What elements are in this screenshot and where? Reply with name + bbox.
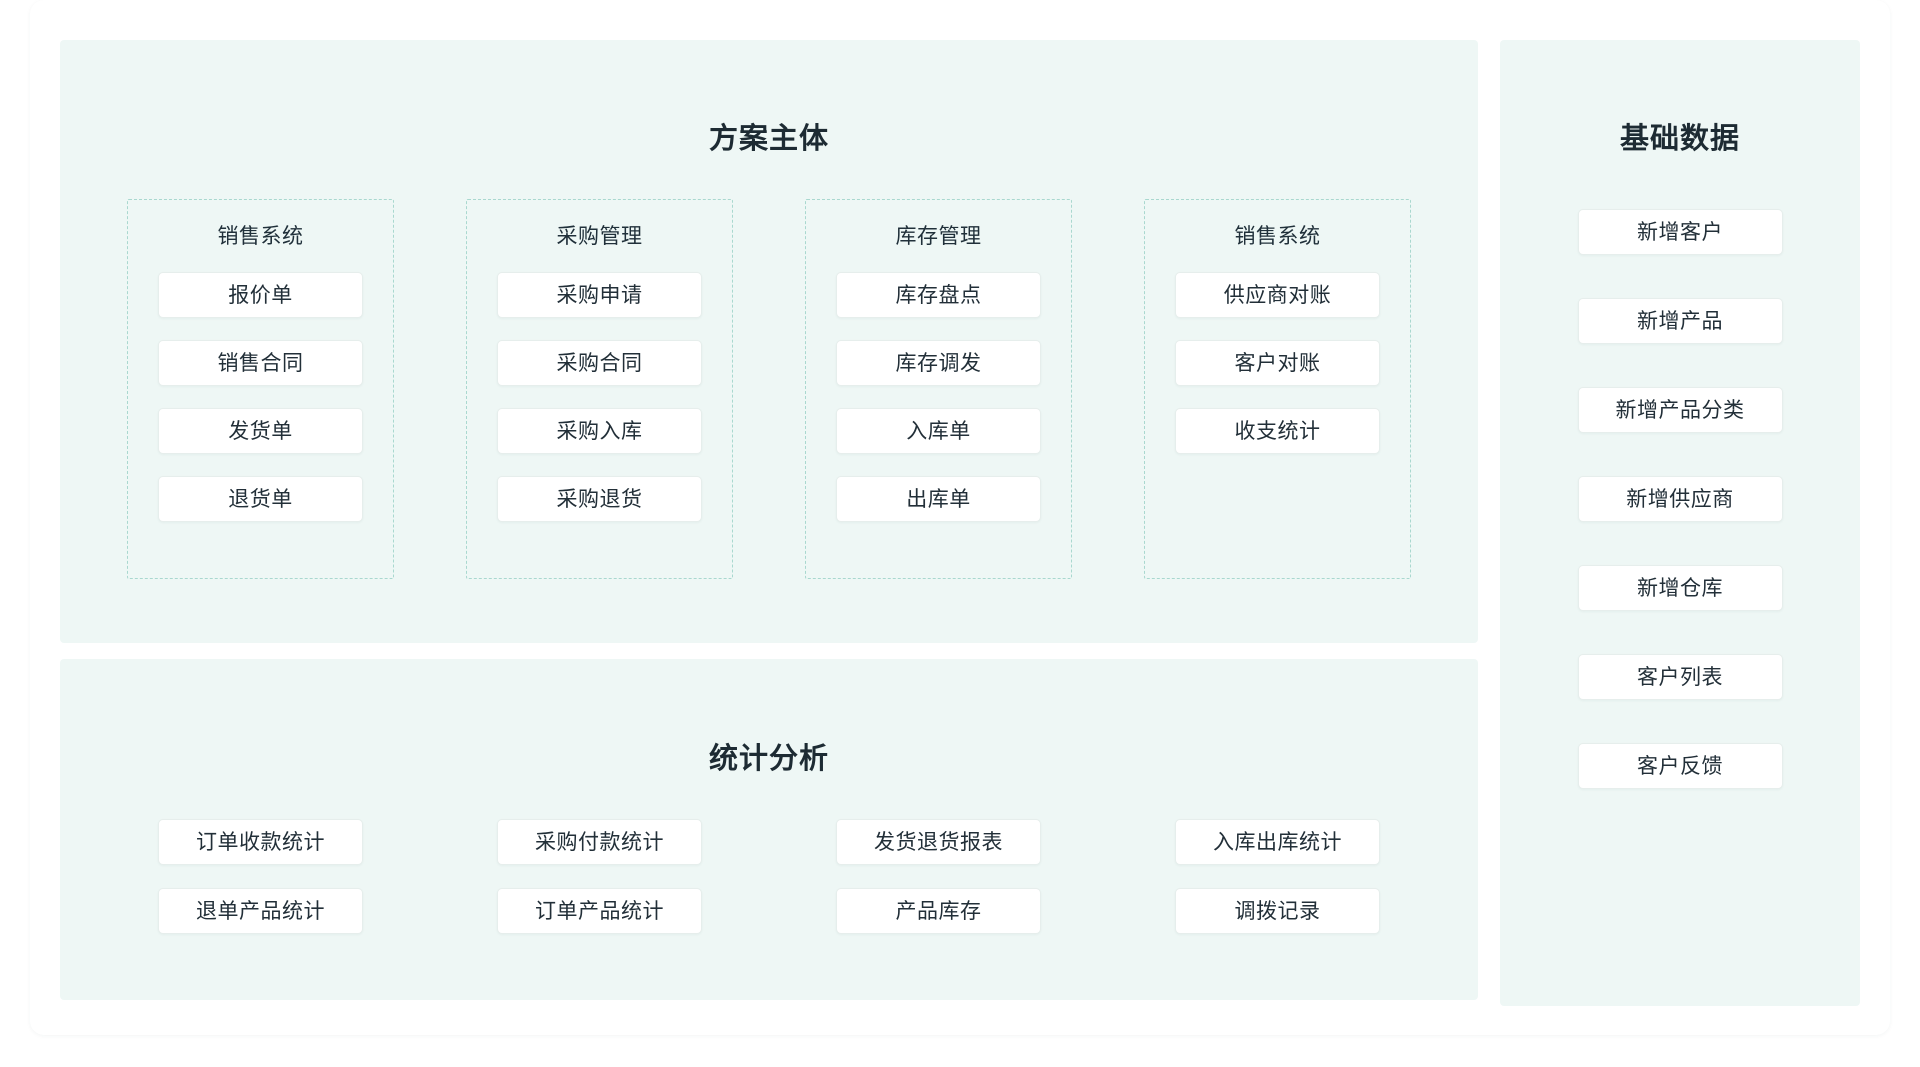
group-purchase-management: 采购管理 采购申请 采购合同 采购入库 采购退货 [466,199,734,580]
group-row: 销售系统 报价单 销售合同 发货单 退货单 采购管理 采购申请 采购合同 [60,199,1478,580]
statistics-panel-title: 统计分析 [709,742,830,775]
basic-data-button[interactable]: 新增产品 [1577,298,1783,345]
statistics-button[interactable]: 订单产品统计 [497,887,703,934]
group-sales-system: 销售系统 报价单 销售合同 发货单 退货单 [127,199,395,580]
module-button[interactable]: 库存调发 [836,340,1042,387]
basic-data-panel: 基础数据 新增客户 新增产品 新增产品分类 新增供应商 新增仓库 客户列表 客户… [1500,40,1860,1006]
group-title: 销售系统 [1234,225,1321,249]
module-button[interactable]: 客户对账 [1175,340,1381,387]
basic-data-button[interactable]: 客户反馈 [1577,743,1783,790]
layout-root: 方案主体 销售系统 报价单 销售合同 发货单 退货单 采购管理 [60,40,1860,1006]
basic-data-button[interactable]: 新增仓库 [1577,565,1783,612]
basic-data-panel-title: 基础数据 [1620,123,1741,156]
module-button[interactable]: 采购申请 [497,272,703,319]
module-button[interactable]: 报价单 [158,272,364,319]
basic-data-button[interactable]: 新增供应商 [1577,476,1783,523]
module-button[interactable]: 采购入库 [497,408,703,455]
module-button[interactable]: 退货单 [158,476,364,523]
group-inventory-management: 库存管理 库存盘点 库存调发 入库单 出库单 [805,199,1073,580]
main-panel-title: 方案主体 [709,123,830,156]
left-column: 方案主体 销售系统 报价单 销售合同 发货单 退货单 采购管理 [60,40,1479,1000]
module-button[interactable]: 发货单 [158,408,364,455]
group-items: 采购申请 采购合同 采购入库 采购退货 [467,272,732,523]
group-title: 采购管理 [556,225,643,249]
module-button[interactable]: 入库单 [836,408,1042,455]
page-card: 方案主体 销售系统 报价单 销售合同 发货单 退货单 采购管理 [30,0,1890,1035]
statistics-button[interactable]: 发货退货报表 [836,818,1042,865]
statistics-button[interactable]: 采购付款统计 [497,818,703,865]
group-title: 销售系统 [217,225,304,249]
group-items: 报价单 销售合同 发货单 退货单 [128,272,393,523]
statistics-button[interactable]: 入库出库统计 [1175,818,1381,865]
module-button[interactable]: 销售合同 [158,340,364,387]
basic-data-button[interactable]: 新增产品分类 [1577,387,1783,434]
group-items: 库存盘点 库存调发 入库单 出库单 [806,272,1071,523]
statistics-grid: 订单收款统计 采购付款统计 发货退货报表 入库出库统计 退单产品统计 订单产品统… [60,818,1478,934]
group-reconciliation: 销售系统 供应商对账 客户对账 收支统计 [1144,199,1412,580]
statistics-panel: 统计分析 订单收款统计 采购付款统计 发货退货报表 入库出库统计 退单产品统计 … [60,659,1479,1000]
statistics-button[interactable]: 退单产品统计 [158,887,364,934]
module-button[interactable]: 库存盘点 [836,272,1042,319]
basic-data-list: 新增客户 新增产品 新增产品分类 新增供应商 新增仓库 客户列表 客户反馈 [1500,209,1860,790]
module-button[interactable]: 采购退货 [497,476,703,523]
basic-data-button[interactable]: 客户列表 [1577,654,1783,701]
module-button[interactable]: 出库单 [836,476,1042,523]
group-title: 库存管理 [895,225,982,249]
statistics-button[interactable]: 订单收款统计 [158,818,364,865]
statistics-button[interactable]: 产品库存 [836,887,1042,934]
basic-data-button[interactable]: 新增客户 [1577,209,1783,256]
module-button[interactable]: 供应商对账 [1175,272,1381,319]
group-items: 供应商对账 客户对账 收支统计 [1145,272,1410,455]
module-button[interactable]: 采购合同 [497,340,703,387]
statistics-button[interactable]: 调拨记录 [1175,887,1381,934]
module-button[interactable]: 收支统计 [1175,408,1381,455]
main-panel: 方案主体 销售系统 报价单 销售合同 发货单 退货单 采购管理 [60,40,1479,644]
